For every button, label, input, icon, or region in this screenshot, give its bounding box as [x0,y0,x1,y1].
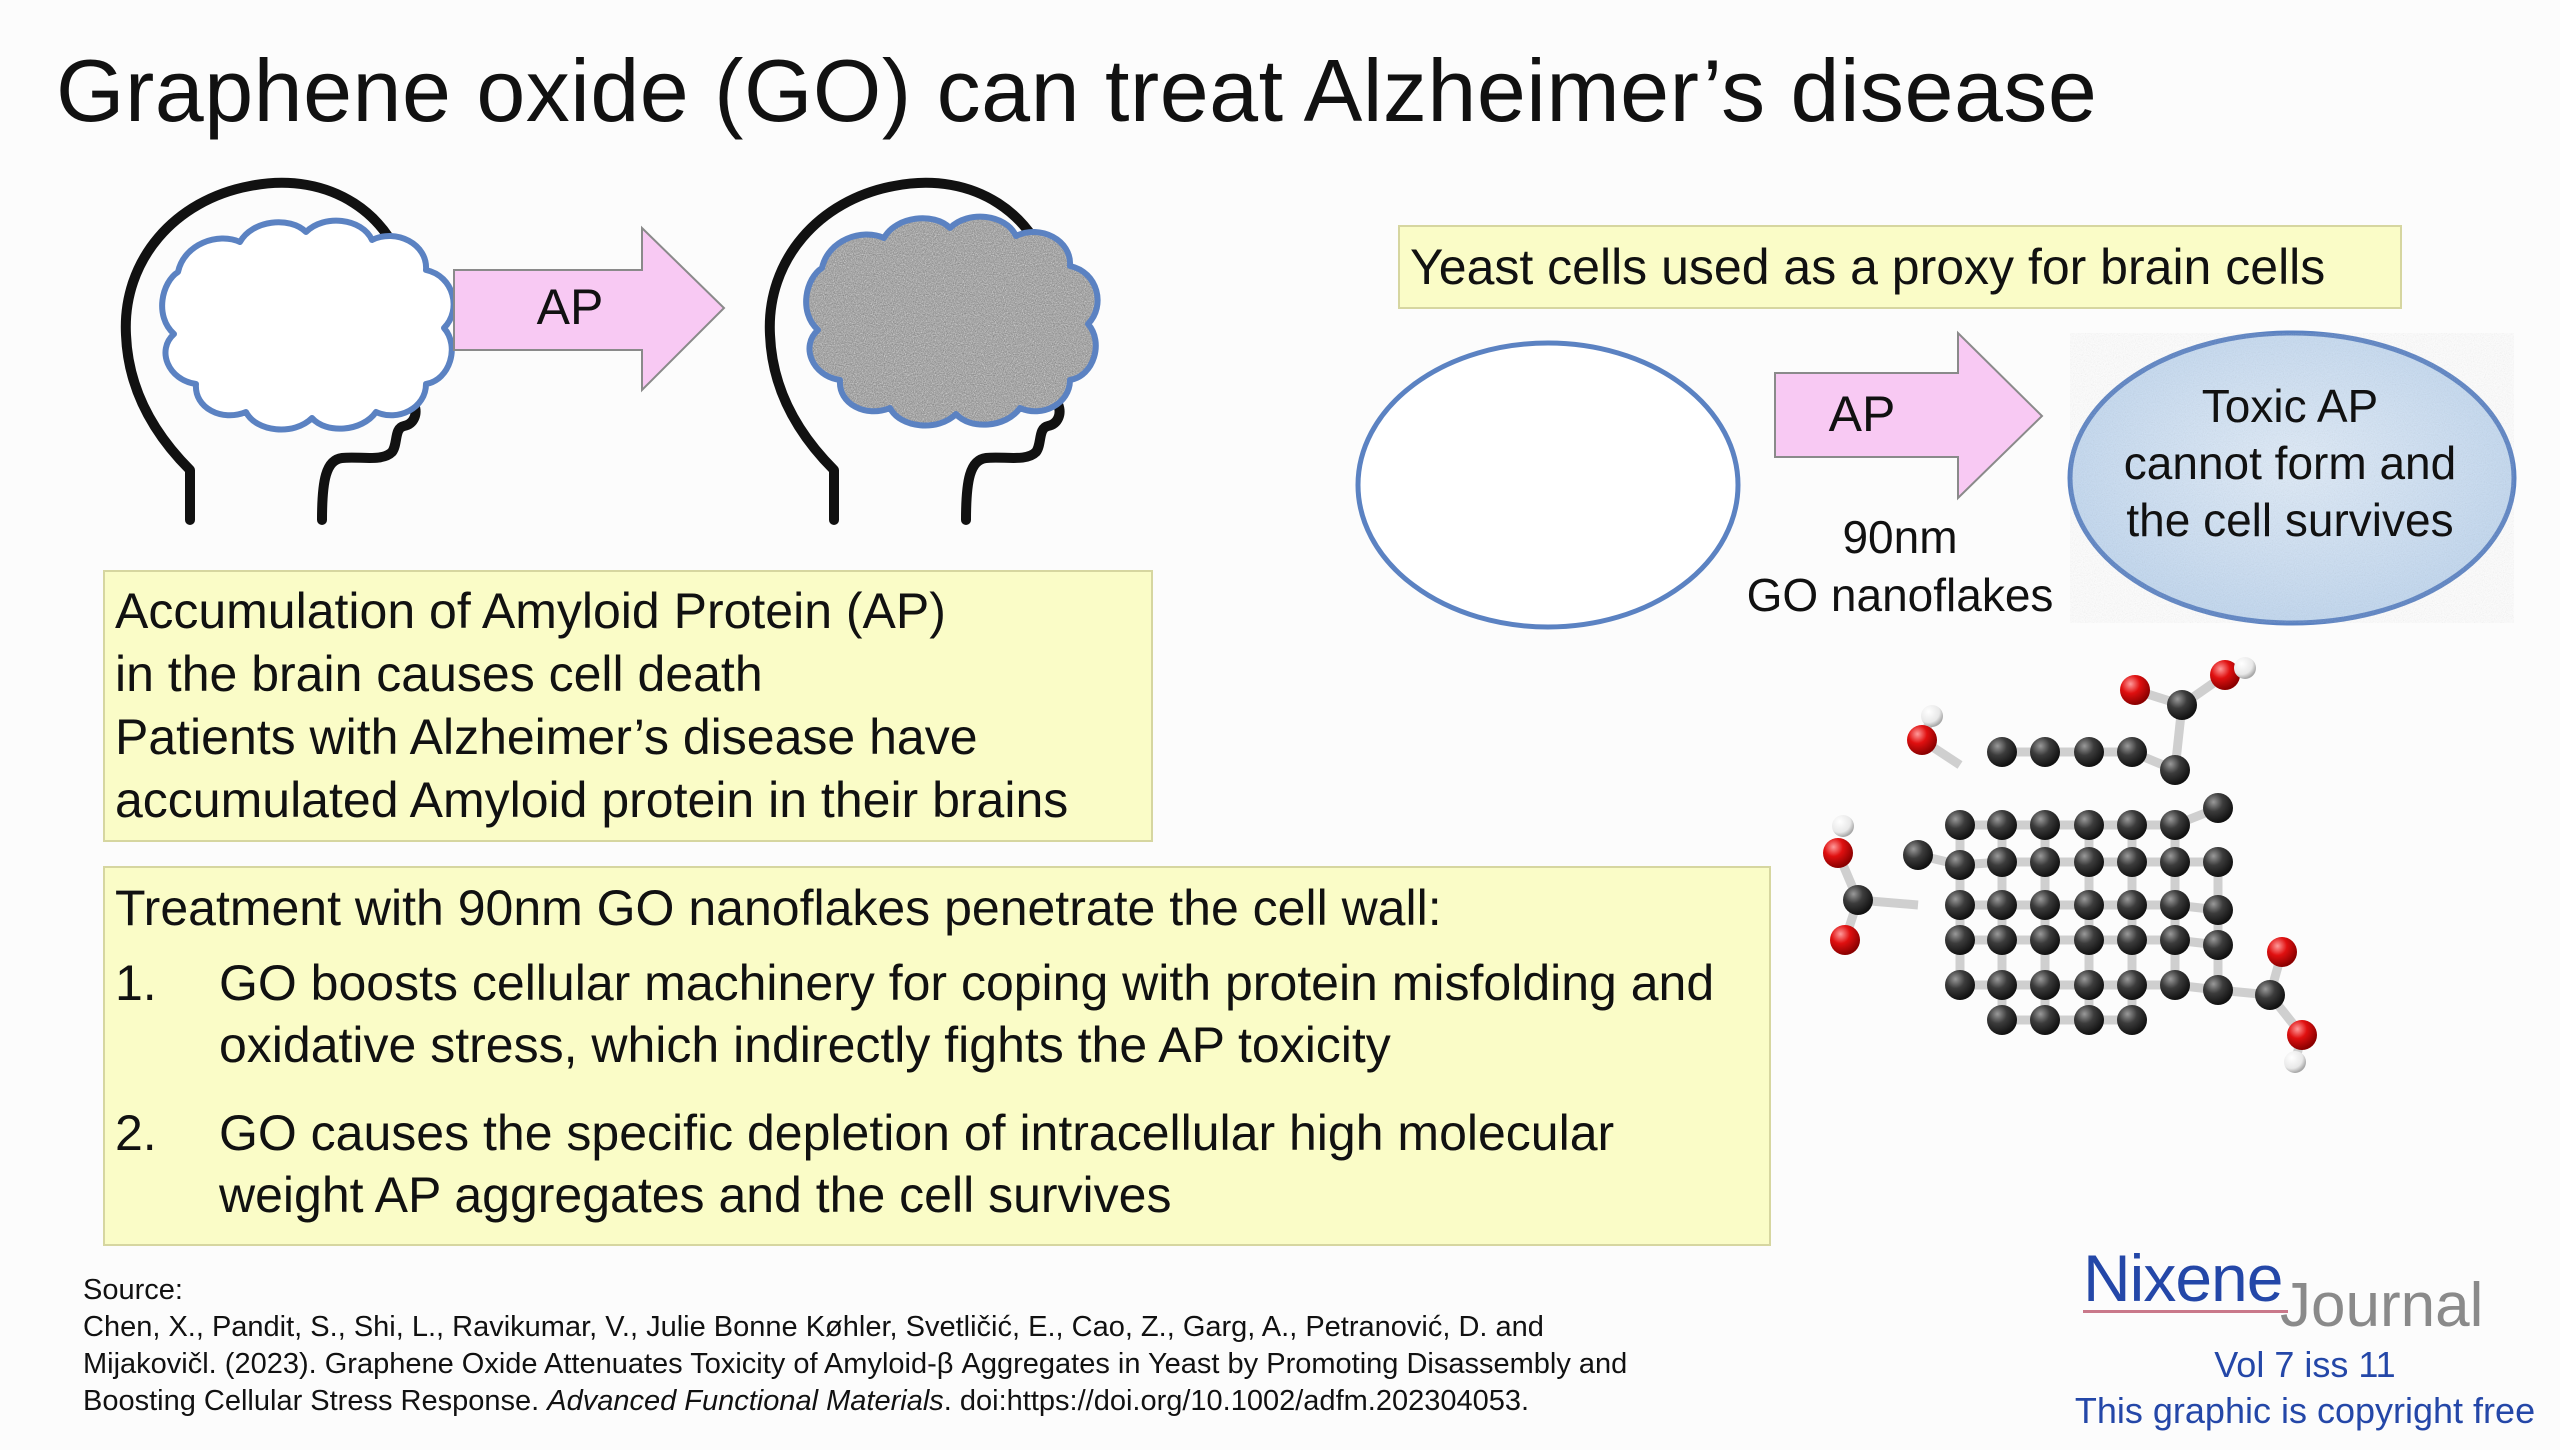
ap-arrow-icon [453,225,726,393]
hydrogen-atom [1832,815,1854,837]
carbon-atom [2255,980,2285,1010]
accumulation-line: Patients with Alzheimer’s disease have [115,709,978,765]
carbon-atom [2203,975,2233,1005]
graphene-oxide-molecule-icon [1823,657,2317,1073]
carbon-atom [1945,890,1975,920]
carbon-atom [1987,925,2017,955]
yeast-ap-arrow-icon [1774,330,2044,501]
accumulation-line: in the brain causes cell death [115,646,763,702]
list-text: GO boosts cellular machinery for coping … [219,955,1715,1073]
carbon-atom [2074,810,2104,840]
brain-arrow-label: AP [536,279,604,335]
carbon-atom [2160,970,2190,1000]
oxygen-atom [1823,838,1853,868]
accumulation-line: accumulated Amyloid protein in their bra… [115,772,1069,828]
oxygen-atom [2287,1020,2317,1050]
carbon-atom [2160,847,2190,877]
yeast-heading: Yeast cells used as a proxy for brain ce… [1398,225,2402,309]
carbon-atom [2030,1005,2060,1035]
carbon-atom [2117,737,2147,767]
carbon-atom [1987,1005,2017,1035]
carbon-atom [1987,847,2017,877]
carbon-atom [2074,737,2104,767]
yeast-cell-icon [1355,340,1741,630]
treatment-list: 1. GO boosts cellular machinery for copi… [115,952,1759,1226]
logo-underline [2083,1310,2288,1313]
list-number: 1. [115,955,157,1011]
hydrogen-atom [1921,705,1943,727]
carbon-atom [2203,847,2233,877]
oxygen-atom [1907,725,1937,755]
carbon-atom [2203,895,2233,925]
carbon-atom [2203,930,2233,960]
carbon-atom [1945,850,1975,880]
logo-name: Nixene [2083,1241,2283,1315]
carbon-atom [2074,925,2104,955]
nixene-journal-logo: Nixene Journal [2075,1240,2545,1360]
carbon-atom [2030,737,2060,767]
carbon-atom [2117,847,2147,877]
carbon-atom [2030,890,2060,920]
list-text: GO causes the specific depletion of intr… [219,1105,1615,1223]
carbon-atom [1945,810,1975,840]
carbon-atom [2074,890,2104,920]
page-title: Graphene oxide (GO) can treat Alzheimer’… [56,41,2098,140]
list-item: 1. GO boosts cellular machinery for copi… [115,952,1759,1076]
oxygen-atom [1830,925,1860,955]
oxygen-atom [2120,675,2150,705]
hydrogen-atom [2284,1051,2306,1073]
carbon-atom [2160,925,2190,955]
carbon-atom [1843,885,1873,915]
hydrogen-atom [2234,657,2256,679]
carbon-atom [2203,793,2233,823]
list-number: 2. [115,1105,157,1161]
oxygen-atom [2267,937,2297,967]
carbon-atom [2030,925,2060,955]
logo-suffix: Journal [2280,1271,2484,1340]
yeast-arrow-label: AP [1828,386,1896,442]
carbon-atom [1987,970,2017,1000]
healthy-head-icon [120,177,457,525]
source-citation: Source: Chen, X., Pandit, S., Shi, L., R… [83,1274,1628,1417]
accumulation-line: Accumulation of Amyloid Protein (AP) [115,583,946,639]
diseased-head-icon [764,177,1101,525]
healthy-brain-icon [159,217,457,433]
cell-survives-label: Toxic AP cannot form and the cell surviv… [2123,380,2457,546]
treatment-lead: Treatment with 90nm GO nanoflakes penetr… [115,880,1442,936]
carbon-atom [2074,970,2104,1000]
carbon-atom [2117,925,2147,955]
treatment-box: Treatment with 90nm GO nanoflakes penetr… [103,866,1771,1246]
list-item: 2. GO causes the specific depletion of i… [115,1102,1759,1226]
carbon-atom [2167,690,2197,720]
accumulation-box: Accumulation of Amyloid Protein (AP) in … [103,570,1153,842]
carbon-atom [2160,810,2190,840]
carbon-atom [2030,810,2060,840]
carbon-atom [2160,890,2190,920]
go-nanoflakes-label: 90nm GO nanoflakes [1746,511,2054,621]
carbon-atom [1987,810,2017,840]
carbon-atom [2030,847,2060,877]
carbon-atom [2117,890,2147,920]
amyloid-brain-icon [806,216,1098,426]
carbon-atom [1945,925,1975,955]
carbon-atom [1987,737,2017,767]
carbon-atom [2074,1005,2104,1035]
volume-label: Vol 7 iss 11 [2214,1344,2396,1385]
copyright-notice: This graphic is copyright free [2074,1390,2536,1431]
carbon-atom [2160,755,2190,785]
carbon-atom [2030,970,2060,1000]
carbon-atom [2074,847,2104,877]
carbon-atom [2117,810,2147,840]
carbon-atom [1945,970,1975,1000]
carbon-atom [1903,840,1933,870]
carbon-atom [2117,1005,2147,1035]
oxygen-atom [2210,660,2240,690]
carbon-atom [2117,970,2147,1000]
carbon-atom [1987,890,2017,920]
